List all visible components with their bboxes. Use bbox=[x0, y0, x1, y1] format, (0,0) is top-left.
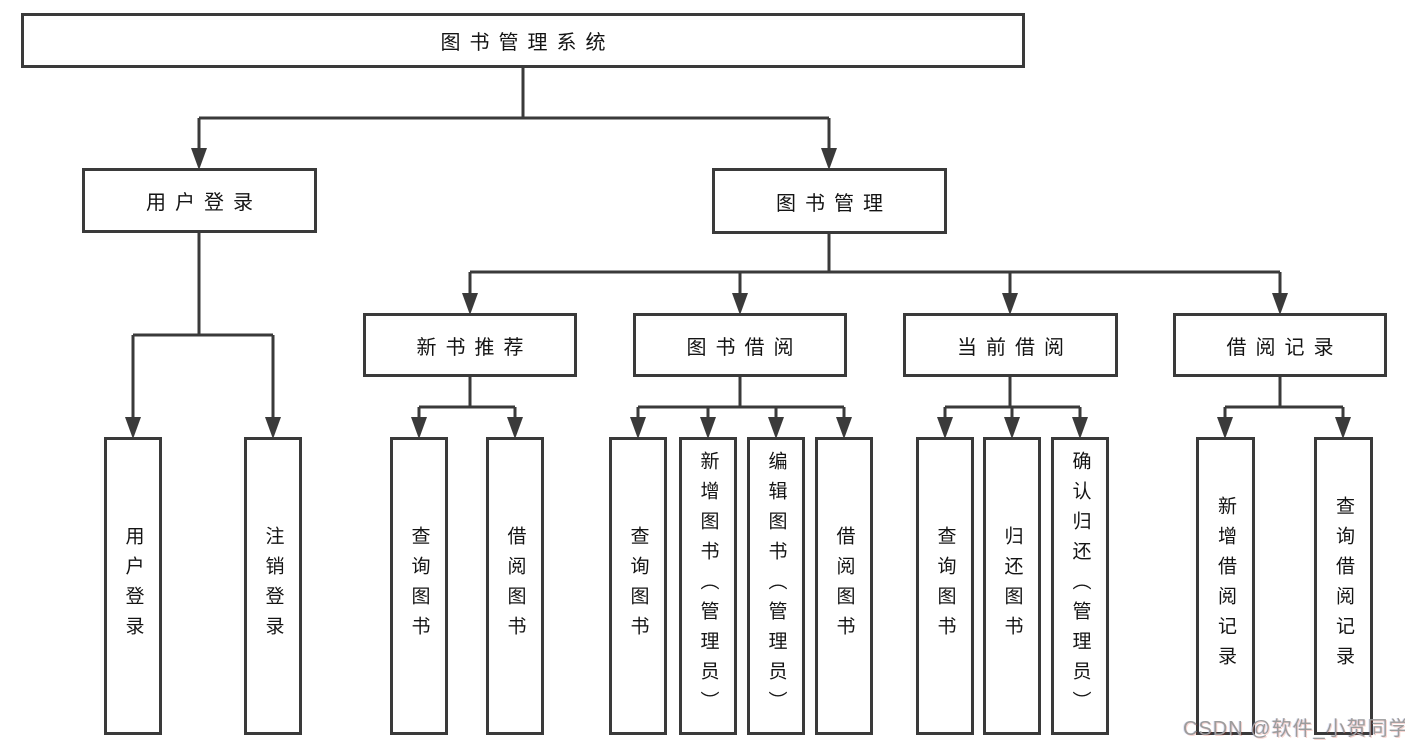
leaf-edit-book-admin-label: 编辑图书（管理员） bbox=[765, 451, 787, 721]
leaf-borrow-books-2-label: 借阅图书 bbox=[833, 526, 855, 646]
leaf-confirm-return-admin-label: 确认归还（管理员） bbox=[1069, 451, 1091, 721]
node-borrow-records-label: 借阅记录 bbox=[1226, 336, 1343, 359]
node-user-login: 用户登录 bbox=[82, 168, 317, 233]
leaf-query-books-1: 查询图书 bbox=[390, 437, 448, 735]
leaf-edit-book-admin: 编辑图书（管理员） bbox=[747, 437, 805, 735]
leaf-logout: 注销登录 bbox=[244, 437, 302, 735]
node-current-borrow-label: 当前借阅 bbox=[957, 336, 1073, 359]
leaf-return-books-label: 归还图书 bbox=[1001, 526, 1023, 646]
leaf-query-books-3: 查询图书 bbox=[916, 437, 974, 735]
leaf-user-login-label: 用户登录 bbox=[122, 526, 144, 646]
leaf-query-borrow-record-label: 查询借阅记录 bbox=[1333, 496, 1354, 676]
leaf-user-login: 用户登录 bbox=[104, 437, 162, 735]
leaf-borrow-books-2: 借阅图书 bbox=[815, 437, 873, 735]
leaf-query-books-2: 查询图书 bbox=[609, 437, 667, 735]
node-book-borrow: 图书借阅 bbox=[633, 313, 847, 377]
node-user-login-label: 用户登录 bbox=[146, 192, 262, 214]
leaf-add-borrow-record: 新增借阅记录 bbox=[1196, 437, 1255, 735]
leaf-add-book-admin: 新增图书（管理员） bbox=[679, 437, 737, 735]
leaf-return-books: 归还图书 bbox=[983, 437, 1041, 735]
leaf-query-books-2-label: 查询图书 bbox=[627, 526, 649, 646]
node-book-borrow-label: 图书借阅 bbox=[686, 336, 803, 359]
node-book-management: 图书管理 bbox=[712, 168, 947, 234]
node-borrow-records: 借阅记录 bbox=[1173, 313, 1387, 377]
node-new-book-recommend-label: 新书推荐 bbox=[416, 336, 533, 359]
node-new-book-recommend: 新书推荐 bbox=[363, 313, 577, 377]
leaf-logout-label: 注销登录 bbox=[262, 526, 284, 646]
node-current-borrow: 当前借阅 bbox=[903, 313, 1118, 377]
leaf-confirm-return-admin: 确认归还（管理员） bbox=[1051, 437, 1109, 735]
leaf-query-borrow-record: 查询借阅记录 bbox=[1314, 437, 1373, 735]
node-root: 图书管理系统 bbox=[21, 13, 1025, 68]
leaf-borrow-books-1: 借阅图书 bbox=[486, 437, 544, 735]
leaf-query-books-1-label: 查询图书 bbox=[408, 526, 430, 646]
leaf-add-book-admin-label: 新增图书（管理员） bbox=[697, 451, 719, 721]
csdn-watermark: CSDN @软件_小贺同学 bbox=[1183, 718, 1405, 740]
node-book-management-label: 图书管理 bbox=[776, 192, 892, 215]
leaf-add-borrow-record-label: 新增借阅记录 bbox=[1215, 496, 1236, 676]
leaf-query-books-3-label: 查询图书 bbox=[934, 526, 956, 646]
node-root-label: 图书管理系统 bbox=[440, 32, 615, 54]
leaf-borrow-books-1-label: 借阅图书 bbox=[504, 526, 526, 646]
